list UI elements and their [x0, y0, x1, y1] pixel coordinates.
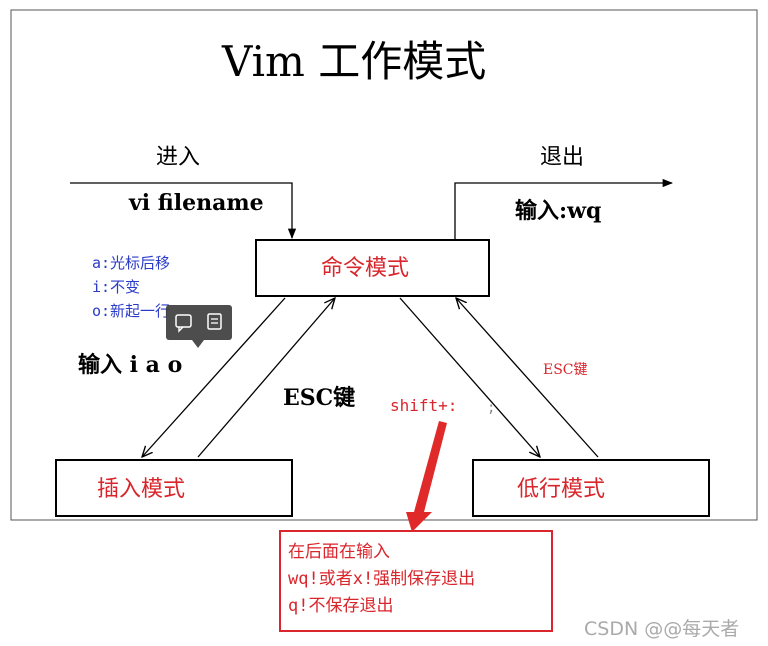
comment-toolbar[interactable] [166, 305, 232, 348]
command-mode-label: 命令模式 [321, 256, 409, 281]
command-to-insert-arrow [142, 297, 286, 457]
insert-to-command-arrow [197, 298, 335, 458]
insert-key-o: o:新起一行 [92, 302, 170, 320]
lastline-mode-label: 低行模式 [517, 477, 605, 502]
insert-mode-box [55, 459, 293, 517]
note-line-1: 在后面在输入 [288, 542, 390, 562]
command-to-lastline-arrow [399, 297, 540, 457]
exit-arrow [454, 178, 674, 240]
watermark: CSDN @@每天者 [584, 618, 739, 640]
note-box [279, 530, 553, 632]
insert-key-i: i:不变 [92, 278, 140, 296]
lastline-mode-box [472, 459, 710, 517]
shift-cursor-mark: ; [487, 400, 495, 416]
callout-arrow [406, 421, 447, 532]
exit-label: 退出 [540, 145, 584, 170]
comment-icon[interactable] [175, 314, 192, 333]
enter-label: 进入 [156, 145, 200, 170]
insert-mode-label: 插入模式 [97, 477, 185, 502]
note-line-2: wq!或者x!强制保存退出 [288, 569, 475, 589]
enter-command: vi filename [128, 190, 264, 216]
insert-key-a: a:光标后移 [92, 254, 170, 272]
note-icon[interactable] [207, 313, 222, 330]
diagram-title: Vim 工作模式 [221, 37, 486, 86]
esc-center-label: ESC键 [283, 385, 355, 411]
enter-arrow [70, 182, 297, 240]
lastline-to-command-arrow [456, 298, 599, 458]
shift-label: shift+: [390, 396, 457, 415]
command-mode-box [255, 239, 490, 297]
note-line-3: q!不保存退出 [288, 596, 393, 616]
esc-right-label: ESC键 [543, 362, 588, 378]
insert-keys-label: 输入 i a o [78, 352, 182, 378]
exit-command: 输入:wq [515, 198, 601, 224]
diagram-frame [10, 9, 758, 521]
